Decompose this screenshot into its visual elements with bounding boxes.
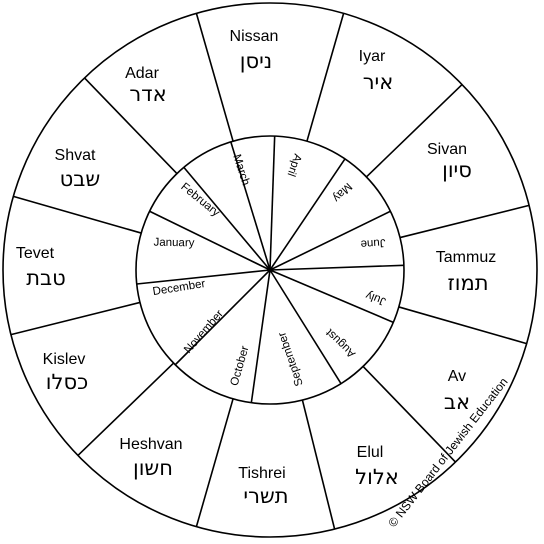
inner-spoke-1 [269,136,276,271]
gregorian-month-august: August [323,326,358,360]
hebrew-month-script-tammuz: תמוז [447,271,488,295]
outer-divider-0 [195,13,234,142]
inner-spoke-9 [136,269,271,285]
hebrew-month-script-sivan: סיון [442,158,472,182]
hebrew-month-name-elul: Elul [357,444,384,461]
outer-divider-8 [77,362,175,457]
hebrew-month-name-av: Av [448,368,466,385]
outer-divider-5 [362,365,457,463]
outer-ring [2,2,538,538]
hebrew-month-name-tevet: Tevet [16,245,55,262]
hebrew-month-script-tishrei: תשרי [243,484,288,508]
hebrew-month-script-iyar: איר [363,70,394,94]
gregorian-month-october: October [229,345,252,388]
outer-divider-11 [83,77,178,175]
inner-spoke-11 [183,166,271,271]
hebrew-month-script-heshvan: חשון [133,456,173,480]
outer-divider-7 [195,398,234,527]
gregorian-month-may: May [330,180,354,204]
inner-spoke-7 [250,269,271,403]
hebrew-month-name-heshvan: Heshvan [119,436,182,453]
gregorian-month-june: June [360,236,386,250]
hebrew-month-name-tammuz: Tammuz [436,249,496,266]
hebrew-month-name-tishrei: Tishrei [238,465,285,482]
inner-spoke-3 [269,210,391,271]
hebrew-month-script-kislev: כסלו [46,370,88,394]
inner-spoke-5 [269,269,394,324]
outer-divider-1 [306,13,345,142]
outer-divider-4 [398,306,527,345]
inner-spoke-6 [269,269,342,385]
hebrew-month-script-tevet: טבת [26,266,66,290]
hebrew-month-name-nissan: Nissan [230,28,279,45]
outer-divider-3 [399,204,530,239]
hebrew-month-name-kislev: Kislev [43,351,86,368]
hebrew-month-script-elul: אלול [355,465,399,489]
outer-divider-2 [365,83,463,178]
outer-divider-9 [10,301,141,336]
gregorian-month-january: January [153,237,194,250]
gregorian-month-march: March [230,153,251,187]
hebrew-month-dividers [10,13,530,530]
inner-spoke-10 [149,210,271,271]
gregorian-month-july: July [364,289,388,308]
inner-spoke-8 [174,269,271,366]
inner-ring [135,135,405,405]
hebrew-month-script-shvat: שבט [60,167,101,191]
outer-divider-6 [301,399,336,530]
hebrew-month-script-adar: אדר [129,82,166,106]
hebrew-month-name-iyar: Iyar [359,48,386,65]
inner-spoke-4 [269,264,404,271]
hebrew-month-name-adar: Adar [125,65,159,82]
hebrew-month-script-av: אב [444,390,470,414]
inner-spoke-2 [269,158,346,271]
inner-spoke-0 [230,141,271,271]
gregorian-month-november: November [182,308,226,356]
outer-divider-10 [13,195,142,234]
gregorian-month-dividers [136,136,404,403]
gregorian-month-april: April [285,152,304,178]
hebrew-month-name-shvat: Shvat [55,147,96,164]
hebrew-month-script-nissan: ניסן [240,49,272,73]
gregorian-month-september: September [276,330,306,387]
hebrew-month-name-sivan: Sivan [427,141,467,158]
